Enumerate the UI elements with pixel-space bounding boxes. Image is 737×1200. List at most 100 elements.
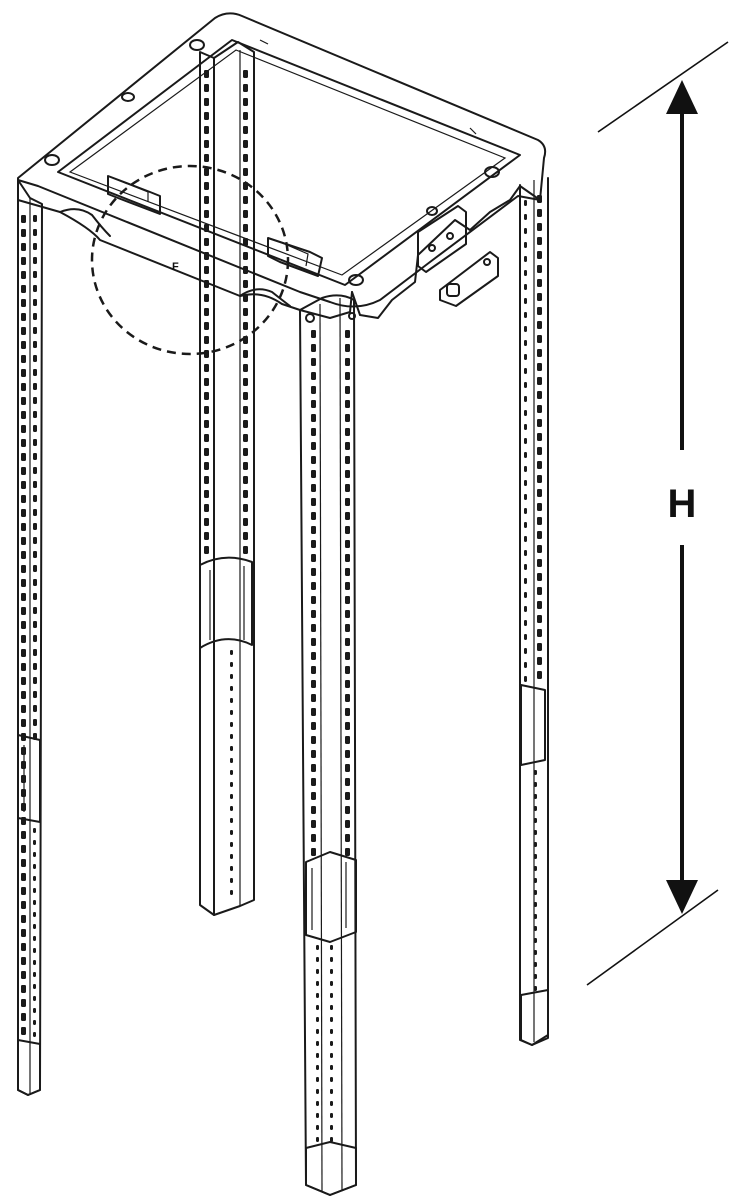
perforation-slot — [21, 481, 26, 489]
perforation-slot — [21, 509, 26, 517]
perforation-slot — [21, 873, 26, 881]
perforation-slot — [534, 866, 537, 871]
detail-label: F — [172, 261, 179, 273]
perforation-slot — [33, 257, 37, 264]
perforation-slot — [21, 943, 26, 951]
perforation-slot — [204, 308, 209, 316]
perforation-slot — [345, 554, 350, 562]
perforation-slot — [311, 722, 316, 730]
perforation-slot — [345, 736, 350, 744]
perforation-slot — [243, 462, 248, 470]
perforation-slot — [524, 508, 527, 514]
perforation-slot — [243, 224, 248, 232]
perforation-slot — [311, 414, 316, 422]
perforation-slot — [33, 677, 37, 684]
perforation-slot — [21, 341, 26, 349]
perforation-slot — [534, 782, 537, 787]
perforation-slot — [311, 428, 316, 436]
perforation-slot — [524, 662, 527, 668]
perforation-slot — [311, 372, 316, 380]
perforation-slot — [204, 140, 209, 148]
perforation-slot — [345, 652, 350, 660]
perforation-slot — [311, 358, 316, 366]
perforation-slot — [330, 1137, 333, 1142]
perforation-slot — [243, 70, 248, 78]
perforation-slot — [33, 411, 37, 418]
perforation-slot — [537, 377, 542, 385]
post-back-right — [519, 177, 549, 1046]
perforation-slot — [345, 456, 350, 464]
perforation-slot — [537, 601, 542, 609]
perforation-slot — [345, 610, 350, 618]
perforation-slot — [537, 531, 542, 539]
perforation-slot — [33, 635, 37, 642]
perforation-slot — [311, 386, 316, 394]
perforation-slot — [204, 378, 209, 386]
perforation-slot — [21, 537, 26, 545]
perforation-slot — [204, 154, 209, 162]
perforation-slot — [524, 228, 527, 234]
perforation-slot — [21, 831, 26, 839]
perforation-slot — [311, 330, 316, 338]
top-frame — [17, 12, 547, 319]
perforation-slot — [243, 392, 248, 400]
perforation-slot — [311, 400, 316, 408]
perforation-slot — [33, 285, 37, 292]
perforation-slot — [33, 313, 37, 320]
perforation-slot — [524, 620, 527, 626]
perforation-slot — [345, 834, 350, 842]
perforation-slot — [204, 238, 209, 246]
perforation-slot — [311, 540, 316, 548]
perforation-slot — [537, 545, 542, 553]
perforation-slot — [537, 489, 542, 497]
perforation-slot — [33, 828, 36, 833]
perforation-slot — [21, 313, 26, 321]
perforation-slot — [524, 270, 527, 276]
perforation-slot — [311, 764, 316, 772]
perforation-slot — [230, 878, 233, 883]
perforation-slot — [33, 996, 36, 1001]
perforation-slot — [537, 335, 542, 343]
perforation-slot — [33, 936, 36, 941]
perforation-slot — [33, 719, 37, 726]
perforation-slot — [311, 834, 316, 842]
perforation-slot — [345, 624, 350, 632]
perforation-slot — [537, 517, 542, 525]
perforation-slot — [345, 358, 350, 366]
perforation-slot — [204, 84, 209, 92]
perforation-slot — [537, 671, 542, 679]
perforation-slot — [21, 299, 26, 307]
perforation-slot — [345, 344, 350, 352]
perforation-slot — [21, 887, 26, 895]
perforation-slot — [330, 969, 333, 974]
perforation-slot — [21, 523, 26, 531]
perforation-slot — [311, 624, 316, 632]
perforation-slot — [537, 461, 542, 469]
perforation-slot — [243, 504, 248, 512]
perforation-slot — [33, 369, 37, 376]
side-bracket — [417, 205, 499, 307]
perforation-slot — [345, 764, 350, 772]
perforation-slot — [33, 888, 36, 893]
perforation-slot — [524, 634, 527, 640]
perforation-slot — [345, 512, 350, 520]
perforation-slot — [204, 126, 209, 134]
perforation-slot — [311, 344, 316, 352]
perforation-slot — [311, 806, 316, 814]
perforation-slot — [537, 237, 542, 245]
perforation-slot — [243, 308, 248, 316]
perforation-slot — [243, 98, 248, 106]
perforation-slot — [345, 638, 350, 646]
perforation-slot — [33, 523, 37, 530]
perforation-slot — [524, 312, 527, 318]
perforation-slot — [21, 467, 26, 475]
perforation-slot — [204, 448, 209, 456]
perforation-slot — [311, 582, 316, 590]
perforation-slot — [243, 476, 248, 484]
perforation-slot — [33, 579, 37, 586]
perforation-slot — [204, 196, 209, 204]
perforation-slot — [524, 396, 527, 402]
perforation-slot — [537, 587, 542, 595]
perforation-slot — [524, 214, 527, 220]
perforation-slot — [537, 643, 542, 651]
